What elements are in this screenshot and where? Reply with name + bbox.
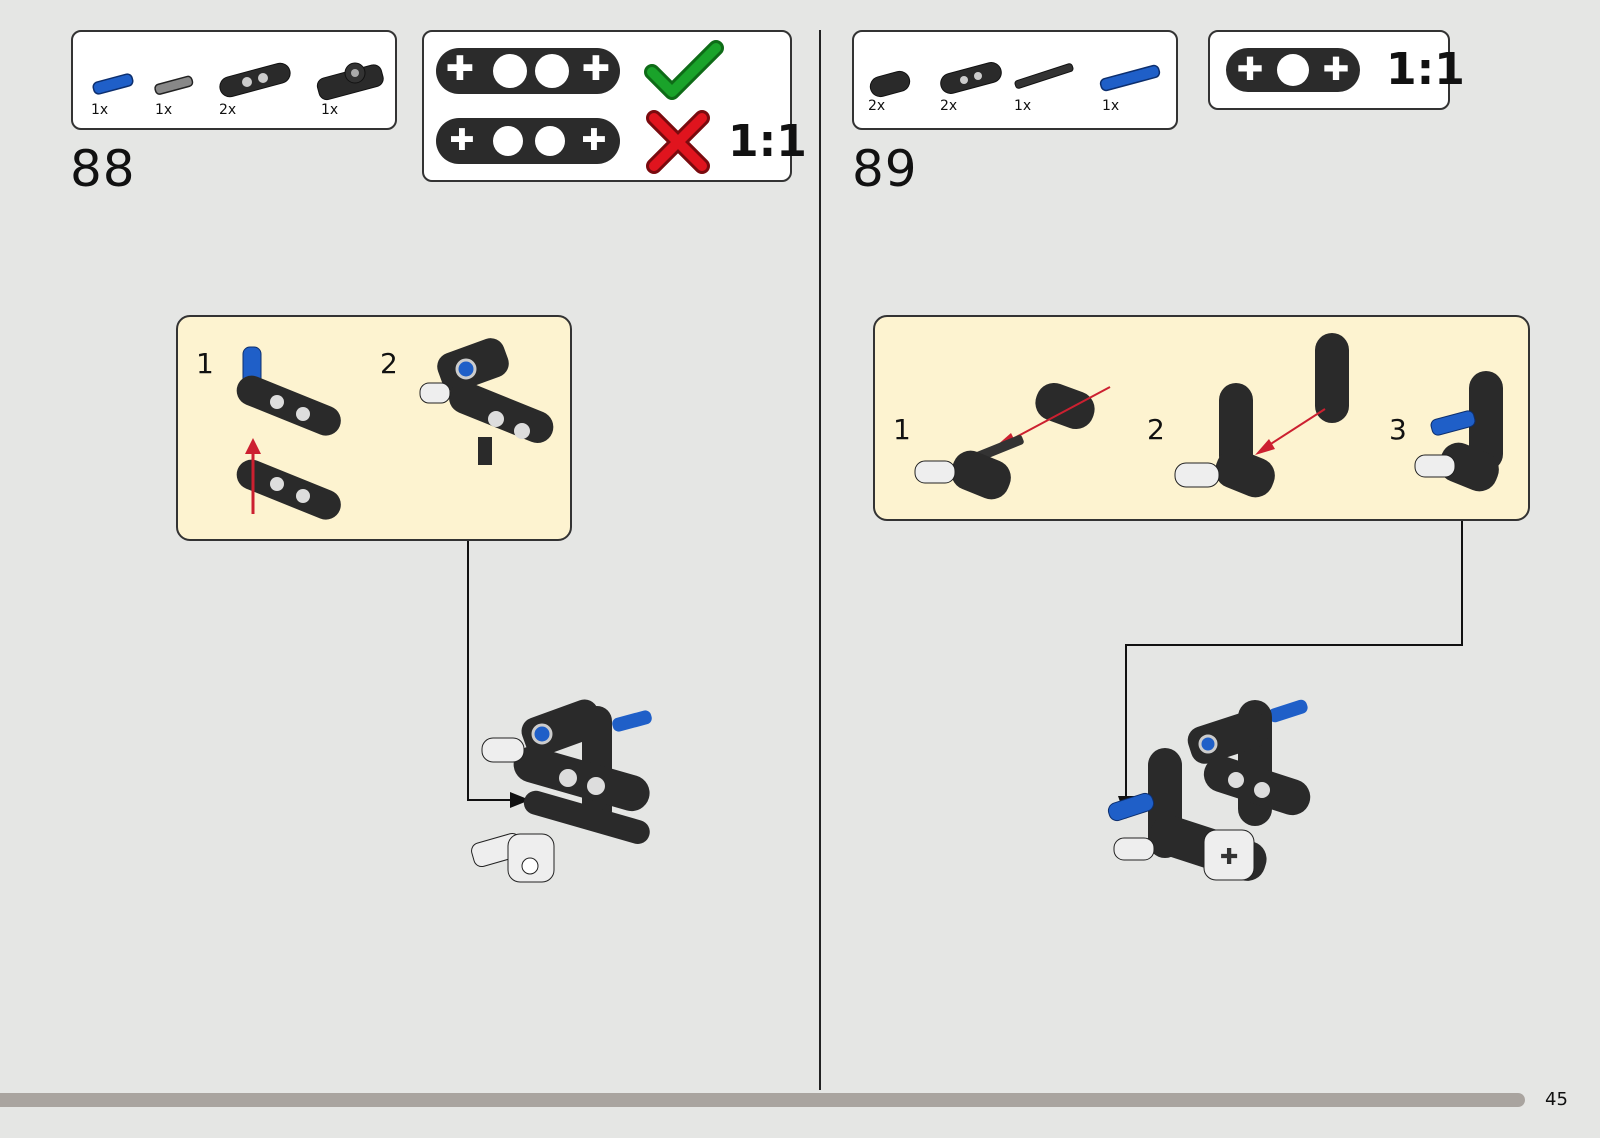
liftarm-wrong-icon: ✚ ✚ (436, 118, 620, 164)
step-88-model-illustration (471, 699, 652, 883)
liftarm-3-icon (940, 62, 1002, 94)
svg-text:✚: ✚ (1323, 50, 1350, 88)
svg-text:✚: ✚ (446, 49, 475, 89)
orientation-callout-88: ✚ ✚ ✚ ✚ 1:1 (422, 30, 807, 182)
cross-block-icon (316, 62, 384, 101)
substep-number: 1 (196, 347, 214, 380)
page-divider (819, 30, 821, 1090)
part-qty: 1x (1014, 98, 1032, 114)
substep-1-illustration (236, 346, 341, 520)
svg-text:✚: ✚ (449, 123, 474, 158)
parts-list-88: 1x 1x 2x 1x (71, 30, 397, 130)
part-qty: 2x (868, 98, 886, 114)
liftarm-correct-icon: ✚ ✚ (436, 48, 620, 94)
liftarm-3-icon (219, 62, 291, 98)
part-qty: 1x (155, 102, 173, 118)
axle-icon (1014, 63, 1074, 89)
svg-text:✚: ✚ (1237, 50, 1264, 88)
substep-2-illustration (419, 338, 554, 465)
svg-text:✚: ✚ (1220, 845, 1238, 870)
check-icon (644, 40, 724, 100)
step-number: 88 (70, 140, 136, 198)
parts-list-89: 2x 2x 1x 1x (852, 30, 1178, 130)
part-qty: 1x (91, 102, 109, 118)
orientation-callout-89: ✚ ✚ 1:1 (1208, 30, 1465, 110)
part-qty: 1x (321, 102, 339, 118)
substep-3-illustration (1414, 371, 1503, 492)
svg-text:✚: ✚ (581, 123, 606, 158)
part-qty: 2x (219, 102, 237, 118)
substep-number: 2 (1147, 413, 1165, 446)
liftarm-correct-icon: ✚ ✚ (1226, 48, 1360, 92)
blue-axle-pin-icon (92, 73, 134, 95)
grey-pin-icon (154, 75, 194, 95)
step-number: 89 (852, 140, 918, 198)
part-qty: 1x (1102, 98, 1120, 114)
substep-2-illustration (1174, 333, 1349, 498)
svg-text:✚: ✚ (582, 49, 611, 89)
substep-number: 3 (1389, 413, 1407, 446)
substep-1-illustration (914, 382, 1111, 500)
callout-leader-line-88 (467, 541, 530, 808)
substep-number: 2 (380, 347, 398, 380)
subassembly-89: 1 2 3 (873, 315, 1530, 521)
scale-ratio: 1:1 (1386, 44, 1465, 95)
page-number: 45 (1545, 1089, 1568, 1110)
substep-number: 1 (893, 413, 911, 446)
subassembly-88: 1 2 (176, 315, 572, 541)
scale-ratio: 1:1 (728, 116, 807, 167)
liftarm-2-icon (869, 70, 911, 98)
part-qty: 2x (940, 98, 958, 114)
step-89-model-illustration: ✚ (1107, 699, 1311, 881)
blue-axle-pin-icon (1099, 64, 1161, 92)
progress-bar (0, 1093, 1525, 1107)
cross-icon (646, 110, 710, 174)
